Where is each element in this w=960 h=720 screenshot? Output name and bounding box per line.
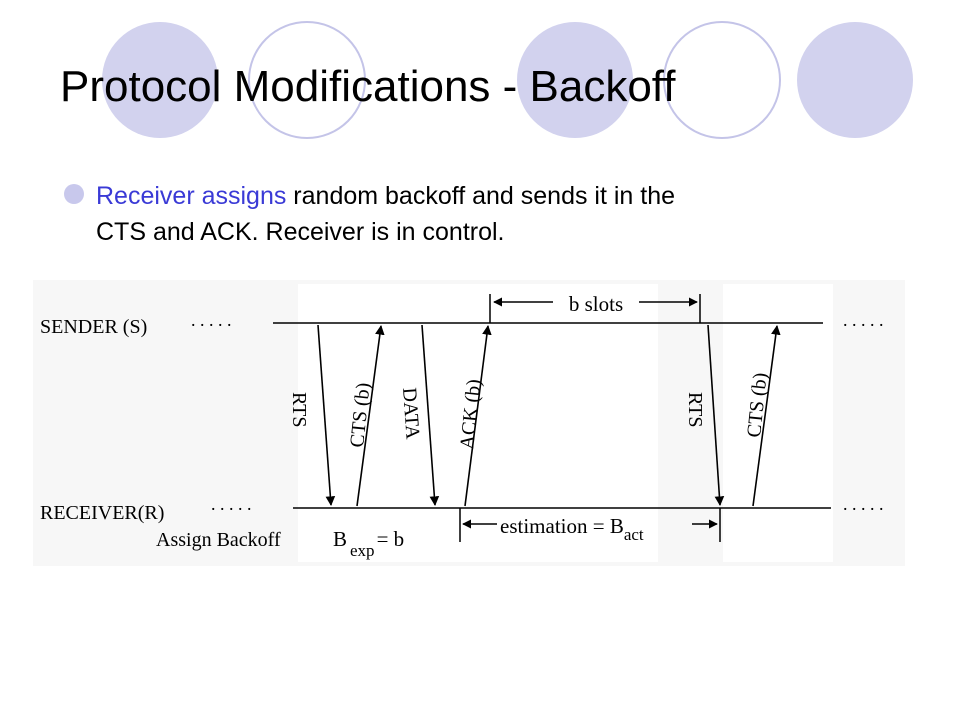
bexp-subscript: exp — [350, 541, 375, 560]
deco-circle-2 — [248, 21, 366, 139]
bullet-highlight: Receiver assigns — [96, 182, 287, 210]
msg-ack — [464, 325, 492, 507]
bullet-item: Receiver assigns random backoff and send… — [64, 178, 884, 250]
decorative-circles — [102, 21, 913, 139]
sender-dots-right: . . . . . — [843, 310, 884, 330]
diagram-panel — [723, 284, 833, 562]
receiver-dots-left: . . . . . — [211, 494, 252, 514]
bexp-b: B — [333, 527, 347, 551]
b-slots-label: b slots — [569, 292, 623, 316]
estimation-label: estimation = Bact — [500, 514, 644, 544]
assign-backoff-label: Assign Backoff — [156, 529, 281, 551]
deco-circle-5 — [797, 22, 913, 138]
msg-label-rts-2: RTS — [684, 392, 706, 427]
slide-title: Protocol Modifications - Backoff — [60, 62, 676, 111]
msg-data — [421, 324, 440, 506]
bullet-text: Receiver assigns random backoff and send… — [96, 178, 884, 250]
msg-rts-1 — [317, 324, 336, 506]
bexp-equals: = b — [377, 527, 405, 551]
receiver-dots-right: . . . . . — [843, 494, 884, 514]
diagram-panel — [298, 284, 658, 562]
msg-label-rts-1: RTS — [288, 392, 310, 427]
receiver-label: RECEIVER(R) — [40, 502, 164, 524]
estimation-text: estimation = B — [500, 514, 624, 538]
bullet-icon — [64, 184, 84, 204]
msg-rts-2 — [707, 324, 725, 506]
msg-label-data: DATA — [398, 387, 424, 441]
estimation-subscript: act — [624, 525, 644, 544]
sender-label: SENDER (S) — [40, 316, 147, 338]
deco-circle-3 — [517, 22, 633, 138]
backoff-diagram: SENDER (S) . . . . . . . . . . RECEIVER(… — [33, 280, 905, 566]
sender-dots-left: . . . . . — [191, 310, 232, 330]
bullet-rest-line1: random backoff and sends it in the — [286, 182, 676, 210]
bullet-rest-line2: CTS and ACK. Receiver is in control. — [96, 218, 505, 246]
msg-cts-2 — [752, 325, 781, 507]
deco-circle-1 — [102, 22, 218, 138]
msg-cts-1 — [356, 325, 385, 507]
deco-circle-4 — [663, 21, 781, 139]
